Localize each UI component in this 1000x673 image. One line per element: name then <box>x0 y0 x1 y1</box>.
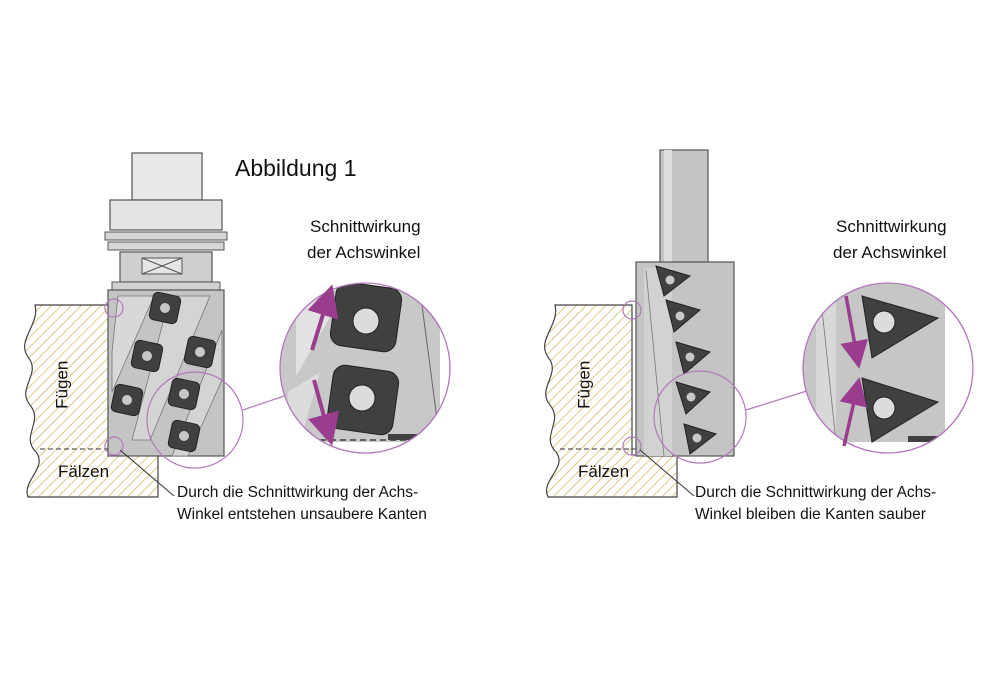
left-callout-line2: der Achswinkel <box>307 243 421 262</box>
left-vertical-label: Fügen <box>52 360 72 409</box>
figure-title: Abbildung 1 <box>235 155 357 181</box>
left-small-circle <box>104 298 124 318</box>
right-callout-line1: Schnittwirkung <box>836 217 947 236</box>
left-caption-line1: Durch die Schnittwirkung der Achs- <box>177 484 419 501</box>
left-callout-line1: Schnittwirkung <box>310 217 421 236</box>
right-zoom-detail <box>802 282 974 454</box>
right-callout-line2: der Achswinkel <box>833 243 947 262</box>
right-panel <box>544 149 974 498</box>
left-zoom-detail <box>279 282 451 454</box>
left-panel <box>24 152 451 498</box>
left-tool-holder-top <box>131 152 203 201</box>
right-bottom-label: Fälzen <box>578 462 630 481</box>
right-vertical-label: Fügen <box>574 360 594 409</box>
right-caption-line2: Winkel bleiben die Kanten sauber <box>695 506 926 523</box>
left-caption-line2: Winkel entstehen unsaubere Kanten <box>177 506 427 523</box>
right-caption-line1: Durch die Schnittwirkung der Achs- <box>695 484 937 501</box>
left-bottom-label: Fälzen <box>58 462 110 481</box>
